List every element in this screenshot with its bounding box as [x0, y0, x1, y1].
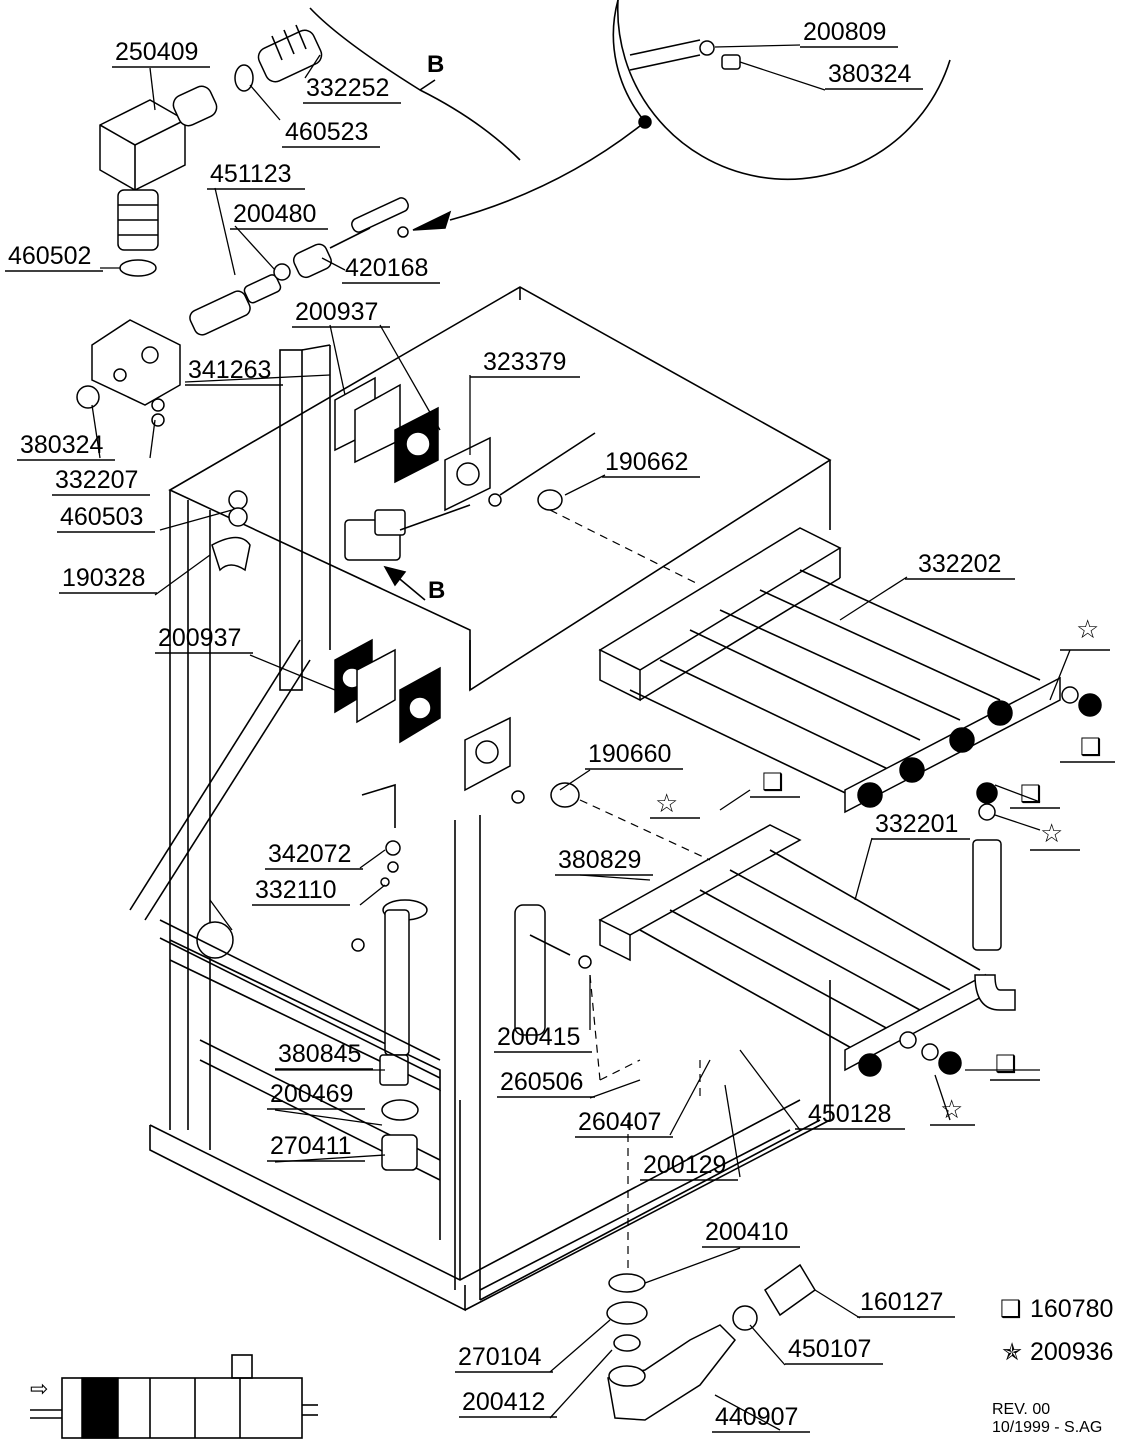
- label-342072: 342072: [268, 840, 351, 868]
- callout-b-bracket: [309, 7, 521, 161]
- label-451123: 451123: [210, 160, 292, 188]
- revision-date: 10/1999 - S.AG: [992, 1419, 1102, 1436]
- label-440907: 440907: [715, 1403, 798, 1431]
- revision-number: REV. 00: [992, 1401, 1050, 1418]
- direction-arrow-icon: ⇨: [30, 1376, 48, 1401]
- detail-inset: [412, 0, 951, 231]
- label-450107: 450107: [788, 1335, 871, 1363]
- pipe-connector-assembly: [189, 197, 409, 336]
- label-200412: 200412: [462, 1388, 545, 1416]
- callout-b-arrow: [383, 565, 426, 601]
- label-190662: 190662: [605, 448, 688, 476]
- square-symbol: ❑: [1020, 781, 1042, 808]
- label-332202: 332202: [918, 550, 1001, 578]
- label-200415: 200415: [497, 1023, 580, 1051]
- callout-b-top: B: [427, 51, 444, 78]
- fitting-assembly-b: [172, 24, 323, 127]
- label-260506: 260506: [500, 1068, 583, 1096]
- label-332252: 332252: [306, 74, 389, 102]
- star-symbol: ☆: [1076, 614, 1099, 644]
- label-270104: 270104: [458, 1343, 542, 1371]
- label-270411: 270411: [270, 1132, 352, 1160]
- elbow-190328: [211, 490, 251, 572]
- legend-star-icon: ✯: [1002, 1339, 1022, 1366]
- label-341263: 341263: [188, 356, 271, 384]
- label-460502: 460502: [8, 242, 91, 270]
- label-200480: 200480: [233, 200, 316, 228]
- legend: ❑ 160780 ✯ 200936: [1000, 1295, 1113, 1366]
- label-332207: 332207: [55, 466, 138, 494]
- legend-square-icon: ❑: [1000, 1296, 1022, 1323]
- label-460503: 460503: [60, 503, 143, 531]
- label-460523: 460523: [285, 118, 368, 146]
- label-323379: 323379: [483, 348, 566, 376]
- gaskets-lower: [334, 638, 580, 808]
- label-200129: 200129: [643, 1151, 726, 1179]
- square-symbol: ❑: [1080, 734, 1102, 761]
- star-symbol: ☆: [940, 1094, 963, 1124]
- ignition-and-pilot-parts: [351, 783, 592, 1036]
- label-200937-mid: 200937: [158, 624, 241, 652]
- gaskets-upper: [334, 376, 596, 512]
- bottom-fittings: [606, 1263, 816, 1421]
- label-160127: 160127: [860, 1288, 943, 1316]
- label-190660: 190660: [588, 740, 671, 768]
- label-200809: 200809: [803, 18, 886, 46]
- machine-thumbnail: ⇨: [30, 1354, 318, 1439]
- label-250409: 250409: [115, 38, 198, 66]
- star-symbol: ☆: [1040, 818, 1063, 848]
- square-symbol: ❑: [762, 769, 784, 796]
- part-number-labels: 250409 332252 460523 451123 200480 42016…: [5, 18, 1015, 1433]
- label-260407: 260407: [578, 1108, 661, 1136]
- callout-b-mid: B: [428, 577, 445, 604]
- label-190328: 190328: [62, 564, 145, 592]
- label-380324-left: 380324: [20, 431, 104, 459]
- label-332201: 332201: [875, 810, 958, 838]
- label-380829: 380829: [558, 846, 641, 874]
- label-420168: 420168: [345, 254, 428, 282]
- gas-valve-unit: [344, 504, 471, 561]
- legend-square-code: 160780: [1030, 1295, 1113, 1323]
- label-450128: 450128: [808, 1100, 891, 1128]
- cabinet-frame: [129, 286, 832, 1312]
- burner-332201: [598, 782, 1016, 1077]
- label-200410: 200410: [705, 1218, 788, 1246]
- legend-star-code: 200936: [1030, 1338, 1113, 1366]
- label-380324-detail: 380324: [828, 60, 912, 88]
- solenoid-valve-assembly: [76, 99, 186, 427]
- revision-block: REV. 00 10/1999 - S.AG: [992, 1401, 1102, 1436]
- leader-lines: [91, 44, 1071, 1431]
- drain-assembly: [159, 899, 441, 1171]
- label-332110: 332110: [255, 876, 337, 904]
- star-symbol: ☆: [655, 788, 678, 818]
- label-200469: 200469: [270, 1080, 353, 1108]
- square-symbol: ❑: [995, 1051, 1017, 1078]
- label-200937-top: 200937: [295, 298, 378, 326]
- burner-332202: [598, 527, 1102, 814]
- diagram-symbols: ☆ ❑ ☆ ❑ ❑ ☆ ☆ ❑: [650, 614, 1115, 1126]
- label-380845: 380845: [278, 1040, 361, 1068]
